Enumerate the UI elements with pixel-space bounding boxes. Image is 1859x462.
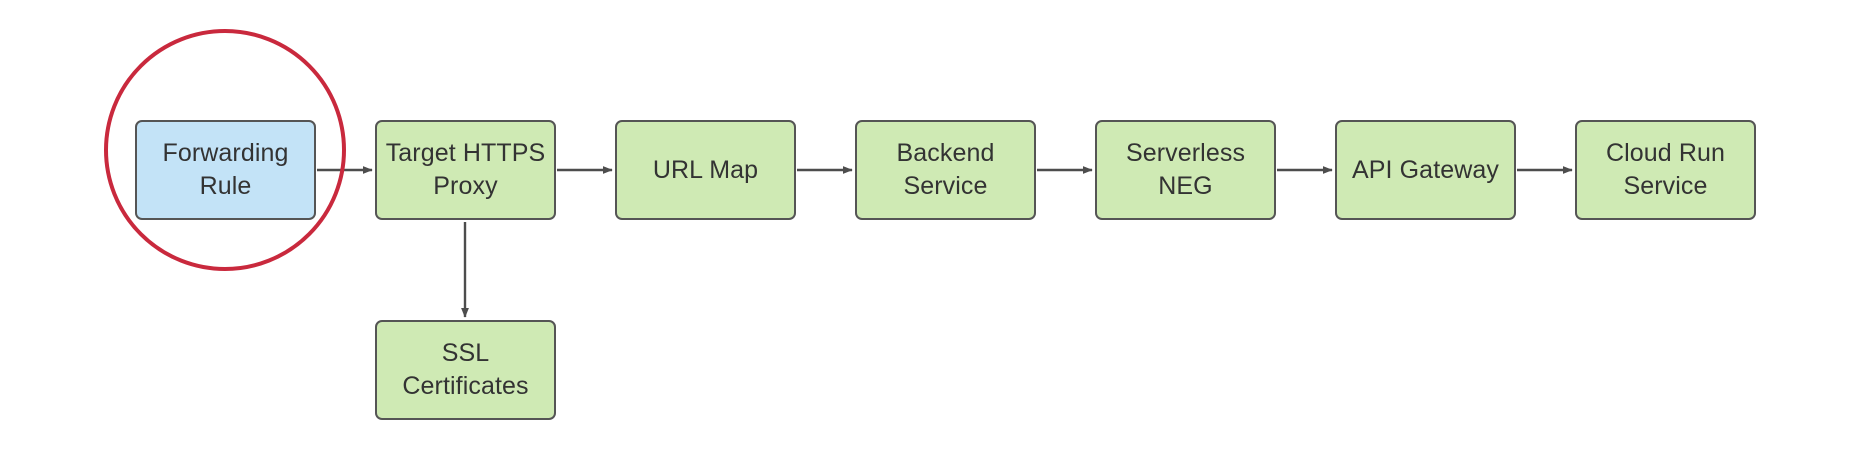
node-api-gateway[interactable]: API Gateway (1335, 120, 1516, 220)
node-serverless-neg-label: Serverless NEG (1125, 139, 1246, 200)
node-ssl-certificates[interactable]: SSL Certificates (375, 320, 556, 420)
node-ssl-certificates-label: SSL Certificates (402, 339, 529, 400)
node-backend-service-label: Backend Service (896, 139, 995, 200)
node-cloud-run-service-label: Cloud Run Service (1605, 139, 1726, 200)
node-forwarding-rule-label: Forwarding Rule (162, 139, 289, 200)
node-forwarding-rule[interactable]: Forwarding Rule (135, 120, 316, 220)
highlight-circle-annotation (104, 29, 346, 271)
node-backend-service[interactable]: Backend Service (855, 120, 1036, 220)
node-url-map[interactable]: URL Map (615, 120, 796, 220)
node-target-https-proxy-label: Target HTTPS Proxy (385, 139, 546, 200)
node-target-https-proxy[interactable]: Target HTTPS Proxy (375, 120, 556, 220)
node-serverless-neg[interactable]: Serverless NEG (1095, 120, 1276, 220)
node-cloud-run-service[interactable]: Cloud Run Service (1575, 120, 1756, 220)
node-api-gateway-label: API Gateway (1352, 155, 1499, 184)
node-url-map-label: URL Map (652, 155, 759, 184)
